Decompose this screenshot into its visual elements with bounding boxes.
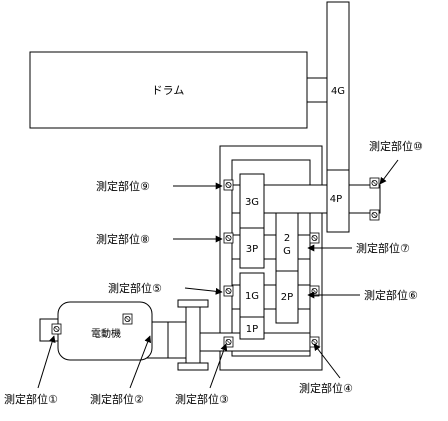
measure-point-6: 測定部位⑥ — [364, 288, 418, 302]
gear-1g — [239, 272, 265, 318]
bearing-icon — [51, 323, 62, 335]
bearing-icon — [369, 209, 380, 221]
bearing-icon — [122, 313, 133, 325]
coupling-flange-top — [177, 299, 209, 308]
measure-point-9: 測定部位⑨ — [96, 179, 150, 193]
arrow-10 — [379, 159, 399, 185]
measure-point-8: 測定部位⑧ — [96, 232, 150, 246]
measure-point-10: 測定部位⑩ — [369, 139, 423, 153]
arrow-1 — [37, 335, 56, 389]
drum-label: ドラム — [152, 84, 185, 97]
measure-point-5: 測定部位⑤ — [108, 281, 162, 295]
gear-2p — [275, 270, 299, 324]
measure-point-2: 測定部位② — [90, 392, 144, 406]
gear-3p — [239, 227, 265, 269]
motor-label: 電動機 — [91, 327, 121, 340]
bearing-icon — [223, 232, 234, 244]
gear-4g-label: 4G — [331, 86, 345, 97]
arrow-4 — [313, 343, 341, 379]
gear-2g-label-line: G — [283, 246, 291, 257]
svg-text:1P: 1P — [246, 324, 258, 335]
bearing-icon — [369, 177, 380, 189]
gear-2g-label-line: 2 — [284, 233, 290, 244]
coupling-hub — [185, 306, 201, 364]
measure-point-1: 測定部位① — [4, 392, 58, 406]
measure-point-4: 測定部位④ — [299, 381, 353, 395]
coupling-flange-bottom — [177, 362, 209, 371]
coupling-body — [145, 321, 187, 359]
gear-3g-label: 3G — [245, 197, 259, 208]
measure-point-7: 測定部位⑦ — [356, 241, 410, 255]
arrow-3 — [209, 343, 228, 389]
bearing-icon — [309, 336, 320, 348]
arrow-2 — [129, 335, 152, 389]
bearing-icon — [223, 285, 234, 297]
bearing-icon — [309, 232, 320, 244]
gear-4p-label: 4P — [330, 194, 342, 205]
drum-body — [29, 51, 308, 129]
drum-shaft — [306, 77, 328, 103]
bearing-icon — [223, 179, 234, 191]
gear-3p-label: 3P — [246, 244, 258, 255]
measure-point-3: 測定部位③ — [175, 392, 229, 406]
arrow-5 — [184, 287, 223, 295]
gear-1g-label: 1G — [245, 291, 259, 302]
gear-2p-label: 2P — [281, 292, 293, 303]
